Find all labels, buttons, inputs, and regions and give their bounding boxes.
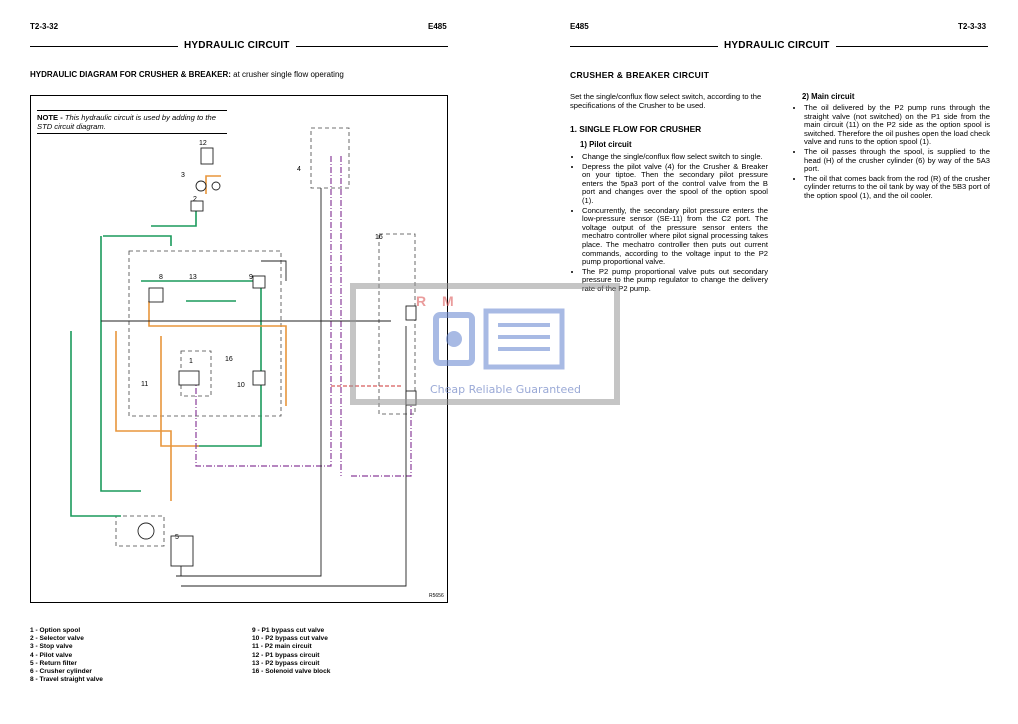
solenoid-valve-symbol-1 (405, 305, 417, 321)
pilot-bullets: Change the single/conflux flow select sw… (572, 152, 768, 295)
legend-item: 6 - Crusher cylinder (30, 668, 92, 676)
green-line-top (103, 235, 172, 246)
diagram-label-2: 2 (193, 196, 197, 203)
legend-left: 1 - Option spool 2 - Selector valve 3 - … (30, 627, 230, 684)
green-line-bypass (141, 280, 262, 447)
hydraulic-diagram: NOTE - This hydraulic circuit is used by… (30, 95, 448, 603)
legend-item: 2 - Selector valve (30, 635, 84, 643)
single-flow-heading: 1. SINGLE FLOW FOR CRUSHER (570, 124, 702, 134)
black-line-tank (181, 326, 407, 587)
legend-right: 9 - P1 bypass cut valve 10 - P2 bypass c… (252, 627, 452, 676)
right-subtitle: CRUSHER & BREAKER CIRCUIT (570, 70, 710, 80)
control-valve-block (128, 250, 282, 417)
note-text: This hydraulic circuit is used by adding… (37, 113, 216, 131)
diagram-label-11: 11 (141, 381, 149, 388)
diagram-label-3: 3 (181, 172, 185, 179)
note-bottom-rule (37, 133, 227, 134)
diagram-label-9: 9 (249, 274, 253, 281)
orange-line-b (148, 301, 287, 406)
solenoid-block-top (310, 127, 350, 189)
green-line-main (70, 331, 121, 517)
orange-line-a (115, 331, 172, 501)
left-page-number: T2-3-32 (30, 22, 59, 31)
travel-straight-valve-symbol (148, 287, 164, 303)
return-filter-symbol (170, 535, 194, 567)
intro-paragraph: Set the single/conflux flow select switc… (570, 92, 762, 110)
diagram-code: R5656 (429, 593, 444, 599)
crusher-cylinder-symbol (200, 147, 214, 165)
stop-valve-symbol-2 (211, 181, 221, 191)
legend-item: 16 - Solenoid valve block (252, 668, 331, 676)
main-bullet: The oil delivered by the P2 pump runs th… (804, 103, 990, 147)
solenoid-valve-block (378, 233, 416, 415)
option-spool-symbol (178, 370, 200, 386)
purple-pilot-line-3 (351, 396, 412, 477)
stop-valve-symbol (195, 180, 207, 192)
diagram-label-16: 16 (375, 234, 383, 241)
diagram-label-5: 5 (175, 534, 179, 541)
green-line-pilot (151, 204, 197, 227)
legend-item: 11 - P2 main circuit (252, 643, 312, 651)
p1-bypass-cut-valve-symbol (252, 275, 266, 289)
note-label: NOTE - (37, 113, 63, 122)
orange-line-c (160, 336, 199, 447)
main-circuit-heading: 2) Main circuit (802, 92, 855, 101)
main-bullet: The oil passes through the spool, is sup… (804, 147, 990, 174)
pump-symbol (137, 522, 155, 540)
purple-pilot-line (195, 156, 332, 467)
pilot-circuit-heading: 1) Pilot circuit (580, 140, 632, 149)
legend-item: 12 - P1 bypass circuit (252, 651, 320, 659)
legend-item: 10 - P2 bypass cut valve (252, 635, 328, 643)
left-section-title: HYDRAULIC CIRCUIT (178, 40, 296, 51)
pilot-bullet: Depress the pilot valve (4) for the Crus… (582, 162, 768, 206)
circuit-svg (70, 127, 417, 587)
left-heading-bold: HYDRAULIC DIAGRAM FOR CRUSHER & BREAKER: (30, 70, 231, 79)
diagram-label-10: 10 (237, 382, 245, 389)
legend-item: 4 - Pilot valve (30, 651, 73, 659)
left-model-label: E485 (428, 22, 447, 31)
black-line-v (261, 260, 287, 281)
diagram-label-1: 1 (189, 358, 193, 365)
right-page-number: T2-3-33 (958, 22, 987, 31)
left-heading-rest: at crusher single flow operating (230, 70, 344, 79)
pilot-bullet: The P2 pump proportional valve puts out … (582, 267, 768, 294)
legend-item: 8 - Travel straight valve (30, 676, 103, 684)
solenoid-valve-symbol-2 (405, 390, 417, 406)
selector-valve-symbol (190, 200, 204, 212)
green-line-left (100, 236, 141, 492)
legend-item: 9 - P1 bypass cut valve (252, 627, 325, 634)
pilot-bullet: Change the single/conflux flow select sw… (582, 152, 768, 162)
diagram-note: NOTE - This hydraulic circuit is used by… (37, 108, 227, 136)
pilot-bullet: Concurrently, the secondary pilot pressu… (582, 206, 768, 267)
left-diagram-heading: HYDRAULIC DIAGRAM FOR CRUSHER & BREAKER:… (30, 70, 344, 79)
main-bullet: The oil that comes back from the rod (R)… (804, 174, 990, 201)
pump-block (115, 515, 165, 547)
watermark-tagline: Cheap Reliable Guaranteed (430, 383, 582, 396)
diagram-label-4: 4 (297, 166, 301, 173)
right-model-label: E485 (570, 22, 589, 31)
diagram-label-8: 8 (159, 274, 163, 281)
diagram-label-6: 12 (199, 140, 207, 147)
diagram-label-12: 13 (189, 274, 197, 281)
p2-bypass-cut-valve-symbol (252, 370, 266, 386)
diagram-label-13: 16 (225, 356, 233, 363)
legend-item: 1 - Option spool (30, 627, 81, 634)
black-line-return (176, 188, 322, 577)
legend-item: 3 - Stop valve (30, 643, 73, 651)
watermark-logo-icon (433, 308, 565, 370)
legend-item: 5 - Return filter (30, 659, 77, 667)
note-top-rule (37, 110, 227, 111)
legend-item: 13 - P2 bypass circuit (252, 659, 320, 667)
main-bullets: The oil delivered by the P2 pump runs th… (794, 103, 990, 202)
right-section-title: HYDRAULIC CIRCUIT (718, 40, 836, 51)
